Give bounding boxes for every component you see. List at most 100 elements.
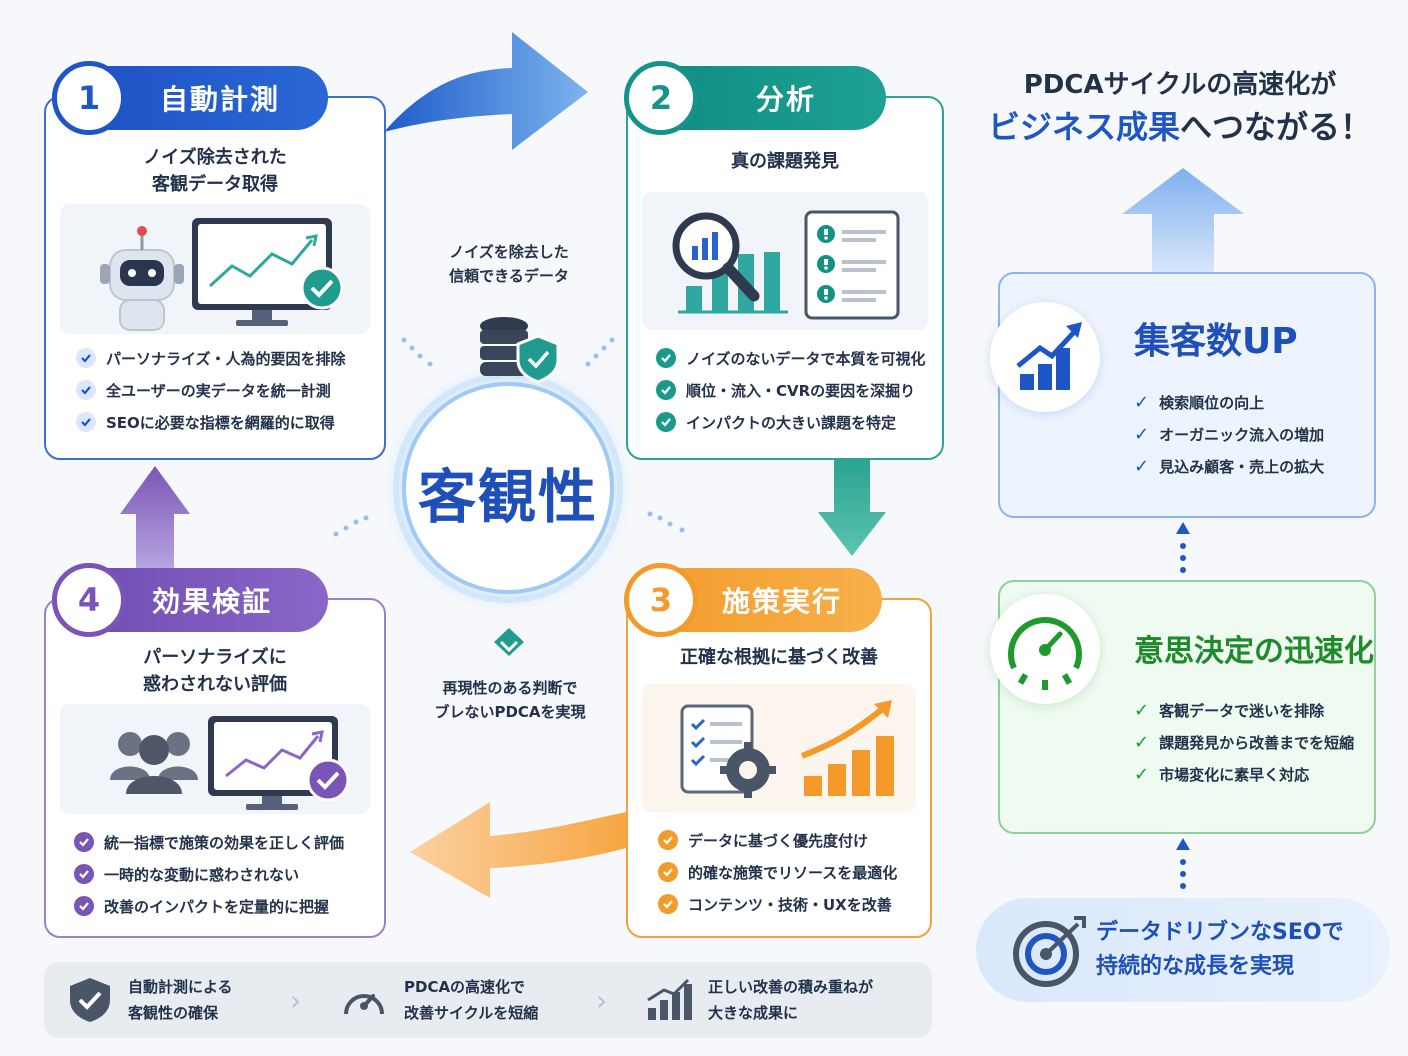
robot-icon <box>100 226 184 331</box>
magnifier-icon <box>672 212 760 302</box>
result-decision-card: 意思決定の迅速化 ✓客観データで迷いを排除 ✓課題発見から改善までを短縮 ✓市場… <box>998 580 1376 834</box>
step-1-subtitle-2: 客観データ取得 <box>152 174 278 195</box>
chevron-down-icon <box>494 628 524 656</box>
step-2-illustration <box>642 192 928 330</box>
step-4-subtitle-2: 惑わされない評価 <box>143 674 287 695</box>
step-3-item-2: 的確な施策でリソースを最適化 <box>658 856 918 888</box>
result-traffic-item-1: ✓検索順位の向上 <box>1134 391 1265 413</box>
center-top-caption: ノイズを除去した 信頼できるデータ <box>449 243 569 285</box>
shield-check-icon <box>70 978 110 1022</box>
check-icon: ✓ <box>1134 423 1150 445</box>
check-icon: ✓ <box>1134 731 1150 753</box>
summary-item-objectivity: 自動計測による 客観性の確保 <box>68 962 233 1038</box>
document-gear-icon <box>680 704 776 798</box>
orange-growth-chart-icon <box>800 700 894 796</box>
check-icon <box>76 412 96 432</box>
arrow-3-to-4 <box>410 802 626 898</box>
step-3-illustration <box>642 684 916 812</box>
check-icon <box>658 830 678 850</box>
step-2-title: 分析 <box>756 83 817 116</box>
check-icon <box>76 348 96 368</box>
step-3-title: 施策実行 <box>722 585 843 618</box>
step-2-subtitle: 真の課題発見 <box>731 151 839 172</box>
step-3-item-1: データに基づく優先度付け <box>658 824 918 856</box>
step-3-card: 正確な根拠に基づく改善 <box>626 598 932 938</box>
users-icon <box>110 732 198 794</box>
right-headline-line-1: PDCAサイクルの高速化が <box>1023 70 1337 100</box>
summary-speed-line-2: 改善サイクルを短縮 <box>404 1004 539 1022</box>
bar-chart-icon <box>647 978 692 1020</box>
center-bottom-caption: 再現性のある判断で ブレないPDCAを実現 <box>434 679 586 721</box>
step-4-card: パーソナライズに 惑わされない評価 統一指標で施策の効果を <box>44 598 386 938</box>
result-decision-item-2: ✓課題発見から改善までを短縮 <box>1134 731 1355 753</box>
step-2-item-2: 順位・流入・CVRの要因を深掘り <box>656 374 930 406</box>
right-headline: PDCAサイクルの高速化が ビジネス成果へつながる！ <box>980 66 1380 150</box>
center-title: 客観性 <box>417 463 598 531</box>
growth-chart-icon <box>1016 322 1082 390</box>
summary-item-results: 正しい改善の積み重ねが 大きな成果に <box>646 962 873 1038</box>
step-2-card: 真の課題発見 <box>626 96 944 460</box>
check-badge-icon <box>306 758 350 802</box>
chevron-right-icon: › <box>596 984 608 1017</box>
step-4-subtitle-1: パーソナライズに <box>143 647 287 668</box>
check-icon: ✓ <box>1134 763 1150 785</box>
foundation-banner: データドリブンなSEOで 持続的な成長を実現 <box>976 898 1390 1002</box>
result-traffic-item-2: ✓オーガニック流入の増加 <box>1134 423 1325 445</box>
summary-item-speed: PDCAの高速化で 改善サイクルを短縮 <box>340 962 538 1038</box>
step-2-item-3: インパクトの大きい課題を特定 <box>656 406 930 438</box>
check-icon <box>74 864 94 884</box>
step-4-item-2: 一時的な変動に惑わされない <box>74 858 372 890</box>
right-headline-emphasis: ビジネス成果 <box>987 108 1180 146</box>
check-icon <box>656 380 676 400</box>
step-2-number: 2 <box>624 61 698 135</box>
checklist-document-icon <box>804 210 900 320</box>
summary-objectivity-line-1: 自動計測による <box>128 978 233 996</box>
check-icon <box>74 896 94 916</box>
result-decision-item-3: ✓市場変化に素早く対応 <box>1134 763 1310 785</box>
arrow-1-to-2 <box>384 32 588 150</box>
arrow-4-to-1 <box>120 466 190 568</box>
right-headline-tail: へつながる！ <box>1180 108 1373 146</box>
bottom-summary-bar: 自動計測による 客観性の確保 › PDCAの高速化で 改善サイクルを短縮 › 正… <box>44 962 932 1038</box>
step-1-subtitle-1: ノイズ除去された <box>143 147 287 168</box>
result-traffic-title: 集客数UP <box>1134 321 1298 362</box>
foundation-line-2: 持続的な成長を実現 <box>1096 954 1295 979</box>
target-icon <box>1013 916 1086 987</box>
step-1-item-3: SEOに必要な指標を網羅的に取得 <box>76 406 372 438</box>
step-3-subtitle: 正確な根拠に基づく改善 <box>680 647 878 668</box>
check-icon <box>74 832 94 852</box>
speedometer-icon <box>344 994 384 1015</box>
summary-speed-line-1: PDCAの高速化で <box>404 978 526 996</box>
result-traffic-item-3: ✓見込み顧客・売上の拡大 <box>1134 455 1325 477</box>
step-3-item-3: コンテンツ・技術・UXを改善 <box>658 888 918 920</box>
check-icon: ✓ <box>1134 391 1150 413</box>
check-icon: ✓ <box>1134 699 1150 721</box>
step-3-number: 3 <box>624 563 698 637</box>
arrow-up-results <box>1122 168 1244 272</box>
step-1-item-1: パーソナライズ・人為的要因を排除 <box>76 342 372 374</box>
monitor-icon <box>208 716 338 810</box>
step-4-number: 4 <box>52 563 126 637</box>
check-icon <box>76 380 96 400</box>
check-icon <box>656 412 676 432</box>
result-decision-title: 意思決定の迅速化 <box>1134 634 1374 669</box>
speedometer-icon <box>1008 617 1082 690</box>
step-1-illustration <box>60 204 370 334</box>
step-1-item-2: 全ユーザーの実データを統一計測 <box>76 374 372 406</box>
step-1-number: 1 <box>52 61 126 135</box>
summary-objectivity-line-2: 客観性の確保 <box>128 1004 219 1022</box>
database-shield-icon <box>480 317 560 384</box>
step-4-item-3: 改善のインパクトを定量的に把握 <box>74 890 372 922</box>
check-icon <box>656 348 676 368</box>
result-decision-item-1: ✓客観データで迷いを排除 <box>1134 699 1325 721</box>
step-4-illustration <box>60 704 370 814</box>
check-icon <box>658 862 678 882</box>
step-1-title: 自動計測 <box>160 83 281 116</box>
summary-results-line-1: 正しい改善の積み重ねが <box>708 978 874 996</box>
step-1-card: ノイズ除去された 客観データ取得 <box>44 96 386 460</box>
chevron-right-icon: › <box>290 984 302 1017</box>
arrow-2-to-3 <box>818 460 886 556</box>
speed-gauge-badge <box>990 594 1100 704</box>
foundation-line-1: データドリブンなSEOで <box>1096 920 1344 945</box>
